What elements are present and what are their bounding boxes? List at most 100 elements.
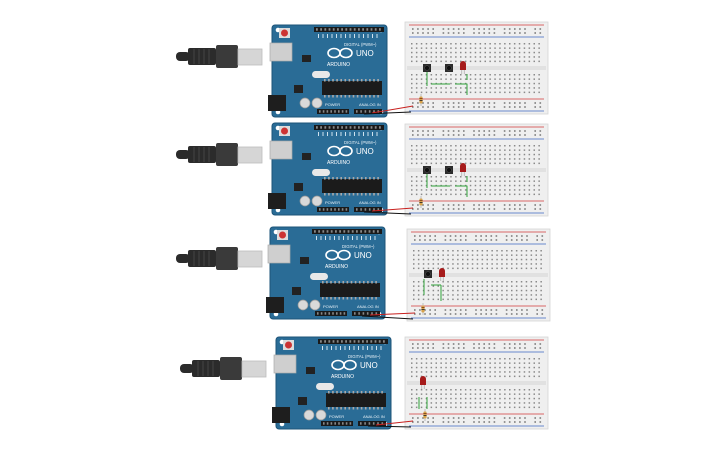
header-pin <box>366 28 369 31</box>
chip-pin <box>344 95 347 98</box>
terminal-hole <box>494 162 496 165</box>
pushbutton-cap[interactable] <box>446 167 452 173</box>
terminal-hole <box>484 91 486 94</box>
terminal-hole <box>420 43 423 45</box>
terminal-hole <box>489 60 491 63</box>
terminal-hole <box>445 91 447 94</box>
terminal-hole <box>513 180 516 182</box>
rail-hole <box>473 32 475 34</box>
terminal-hole <box>430 176 433 178</box>
pin-label-mark <box>322 34 324 38</box>
rail-hole <box>422 347 424 349</box>
terminal-hole <box>464 406 467 409</box>
terminal-hole <box>435 145 437 147</box>
terminal-hole <box>464 78 467 80</box>
chip-pin <box>360 193 363 196</box>
chip-pin <box>324 79 326 82</box>
terminal-hole <box>450 43 452 45</box>
terminal-hole <box>413 289 415 292</box>
header-pin <box>338 208 340 211</box>
rail-hole <box>412 28 414 30</box>
pushbutton-cap[interactable] <box>424 167 430 173</box>
terminal-hole <box>411 87 413 89</box>
rail-hole <box>417 28 419 30</box>
rail-hole <box>432 417 434 419</box>
terminal-hole <box>538 60 540 63</box>
terminal-hole <box>513 51 516 54</box>
reset-button-cap[interactable] <box>281 127 288 135</box>
terminal-hole <box>509 78 511 80</box>
terminal-hole <box>469 91 472 94</box>
power-jack <box>268 193 286 209</box>
terminal-hole <box>452 298 454 301</box>
terminal-hole <box>489 406 491 409</box>
rail-hole <box>463 421 465 423</box>
terminal-hole <box>425 184 428 187</box>
rail-hole <box>422 102 424 104</box>
terminal-hole <box>501 258 503 261</box>
terminal-hole <box>425 397 428 400</box>
terminal-hole <box>425 389 428 391</box>
terminal-hole <box>435 162 437 165</box>
terminal-hole <box>422 267 425 270</box>
terminal-hole <box>491 298 493 301</box>
terminal-hole <box>435 56 437 58</box>
pin-label-mark <box>322 346 323 350</box>
terminal-hole <box>425 180 428 182</box>
pin-label-mark <box>340 346 341 350</box>
analog-label: ANALOG IN <box>357 304 379 309</box>
analog-header <box>352 311 380 316</box>
terminal-hole <box>499 149 501 151</box>
terminal-hole <box>411 78 413 80</box>
header-pin <box>320 28 322 31</box>
terminal-hole <box>518 43 521 45</box>
terminal-hole <box>540 263 542 265</box>
rail-hole <box>493 32 496 34</box>
terminal-hole <box>435 91 437 94</box>
terminal-hole <box>411 149 413 151</box>
chip-pin <box>365 95 367 98</box>
rail-hole <box>526 313 528 315</box>
reset-button-cap[interactable] <box>281 29 288 37</box>
header-pin <box>366 126 369 129</box>
terminal-hole <box>518 402 521 404</box>
terminal-hole <box>437 263 439 265</box>
rail-hole <box>519 106 521 108</box>
terminal-hole <box>474 371 477 373</box>
rail-hole <box>422 417 424 419</box>
terminal-hole <box>513 189 516 191</box>
terminal-hole <box>457 250 459 252</box>
rail-hole <box>524 343 526 345</box>
terminal-hole <box>479 145 482 147</box>
terminal-hole <box>533 145 535 147</box>
rail-hole <box>483 32 485 34</box>
chip-pin <box>352 391 355 394</box>
pin-label-mark <box>345 34 346 38</box>
terminal-hole <box>413 294 415 296</box>
header-pin <box>343 230 346 233</box>
terminal-hole <box>518 74 521 76</box>
terminal-hole <box>442 254 444 256</box>
rail-hole <box>454 235 457 237</box>
terminal-hole <box>518 149 521 151</box>
terminal-hole <box>535 298 537 301</box>
chip-pin <box>338 281 340 284</box>
terminal-hole <box>474 184 477 187</box>
terminal-hole <box>525 263 528 265</box>
rail-hole <box>503 417 506 419</box>
pushbutton-cap[interactable] <box>425 271 431 277</box>
chip-pin <box>365 193 367 196</box>
terminal-hole <box>538 47 540 49</box>
terminal-hole <box>489 402 491 404</box>
reset-button-cap[interactable] <box>285 341 292 349</box>
terminal-hole <box>518 60 521 63</box>
terminal-hole <box>445 362 447 364</box>
pushbutton-cap[interactable] <box>446 65 452 71</box>
terminal-hole <box>469 87 472 89</box>
terminal-hole <box>432 285 435 287</box>
pushbutton-cap[interactable] <box>424 65 430 71</box>
terminal-hole <box>474 393 477 395</box>
terminal-hole <box>494 91 496 94</box>
reset-button-cap[interactable] <box>279 231 286 239</box>
pin-label-mark <box>338 236 340 240</box>
